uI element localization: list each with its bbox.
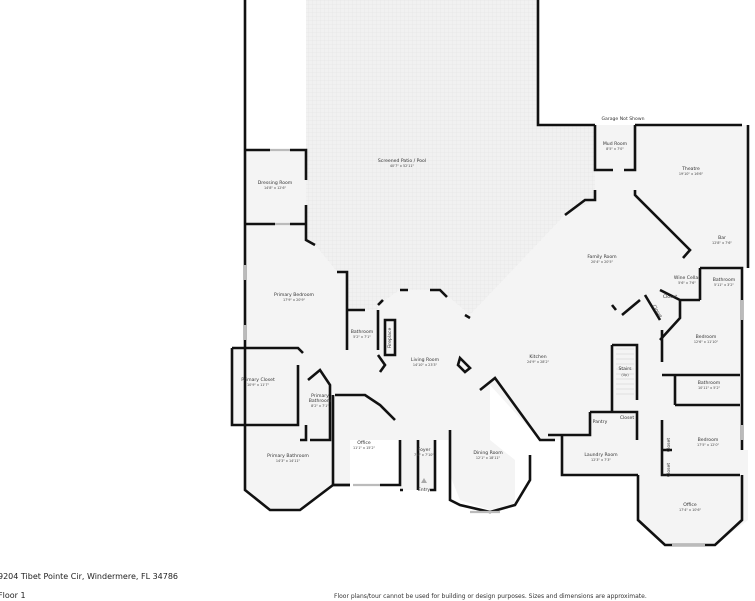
room-dim: 14'3" x 14'11": [276, 459, 301, 463]
room-dim: 17'4" x 10'6": [679, 508, 702, 512]
room-label-primary-bathroom-small: Primary: [311, 393, 329, 399]
room-label-wine: Wine Cellar: [674, 275, 700, 281]
room-dim: 20'4" x 20'5": [591, 260, 614, 264]
room-label-closet: Closet: [666, 438, 672, 453]
room-label-line2: Bathroom: [309, 398, 332, 404]
room-dim: 7'0" x 7'10": [414, 453, 434, 457]
room-label-living: Living Room: [411, 357, 440, 363]
fireplace-label: Fireplace: [387, 328, 393, 349]
room-dim: 12'1" x 18'11": [476, 456, 501, 460]
room-dim: 24'9" x 28'2": [527, 360, 550, 364]
room-dim: 11'1" x 15'2": [353, 446, 376, 450]
room-dim: 40'7" x 52'11": [390, 164, 415, 168]
room-dim: 19'10" x 16'6": [679, 172, 704, 176]
floor-label: Floor 1: [0, 591, 26, 600]
room-dim: 8'5" x 7'0": [606, 147, 624, 151]
room-label-bar: Bar: [718, 235, 726, 241]
room-dim: 14'8" x 12'6": [264, 186, 287, 190]
room-dim: 8'2" x 7'1": [311, 404, 329, 408]
room-label-foyer: Foyer: [418, 447, 431, 453]
room-label-kitchen: Kitchen: [529, 354, 546, 360]
garage-note: Garage Not Shown: [601, 116, 644, 122]
walls: [230, 0, 750, 547]
room-dim: 10'9" x 11'7": [247, 383, 270, 387]
room-dim: 17'5" x 12'0": [697, 443, 720, 447]
room-dim: 5'2" x 7'1": [353, 335, 371, 339]
room-label-pantry: Pantry: [593, 419, 608, 425]
room-label-office: Office: [683, 502, 697, 508]
room-label-closet: Closet: [666, 463, 672, 478]
entry-label: Entry: [418, 487, 431, 493]
stairs: [616, 348, 634, 395]
property-address: 9204 Tibet Pointe Cir, Windermere, FL 34…: [0, 572, 179, 581]
room-label-family: Family Room: [587, 254, 617, 260]
room-dim: 17'9" x 20'9": [283, 298, 306, 302]
windows: [243, 148, 744, 547]
room-label-closet: Closet: [620, 415, 635, 421]
disclaimer: Floor plans/tour cannot be used for buil…: [334, 593, 647, 600]
room-dim: 14'10" x 23'3": [413, 363, 438, 367]
entry-arrow-icon: [421, 478, 427, 483]
room-label-bedroom: Bedroom: [698, 437, 719, 443]
room-label-bathroom: Bathroom: [698, 380, 721, 386]
room-label-mud: Mud Room: [603, 141, 628, 147]
room-label-closet: Closet: [663, 294, 678, 300]
room-dim: 5'11" x 3'2": [714, 283, 734, 287]
room-label-bathroom: Bathroom: [713, 277, 736, 283]
room-label-primary-closet: Primary Closet: [241, 377, 275, 383]
room-dim: (Up): [621, 373, 629, 377]
room-label-primary-bedroom: Primary Bedroom: [274, 292, 315, 298]
room-label-stairs: Stairs: [618, 366, 632, 372]
house-floor: [245, 125, 748, 545]
room-label-dressing: Dressing Room: [258, 180, 293, 186]
room-dim: 12'6" x 11'10": [694, 340, 719, 344]
room-label-office: Office: [357, 440, 371, 446]
room-label-patio: Screened Patio / Pool: [378, 158, 426, 164]
closet-floor: [232, 348, 298, 425]
room-label-bathroom: Bathroom: [351, 329, 374, 335]
room-label-laundry: Laundry Room: [584, 452, 618, 458]
room-dim: 5'6" x 7'6": [678, 281, 696, 285]
room-dim: 12'8" x 7'6": [712, 241, 732, 245]
patio-floor: [245, 0, 595, 315]
room-dim: 10'11" x 5'2": [698, 386, 721, 390]
room-dim: 12'3" x 7'3": [591, 458, 611, 462]
room-label-primary-bathroom: Primary Bathroom: [267, 453, 309, 459]
room-label-bedroom: Bedroom: [696, 334, 717, 340]
room-label-theatre: Theatre: [681, 166, 700, 172]
room-label-dining: Dining Room: [473, 450, 503, 456]
